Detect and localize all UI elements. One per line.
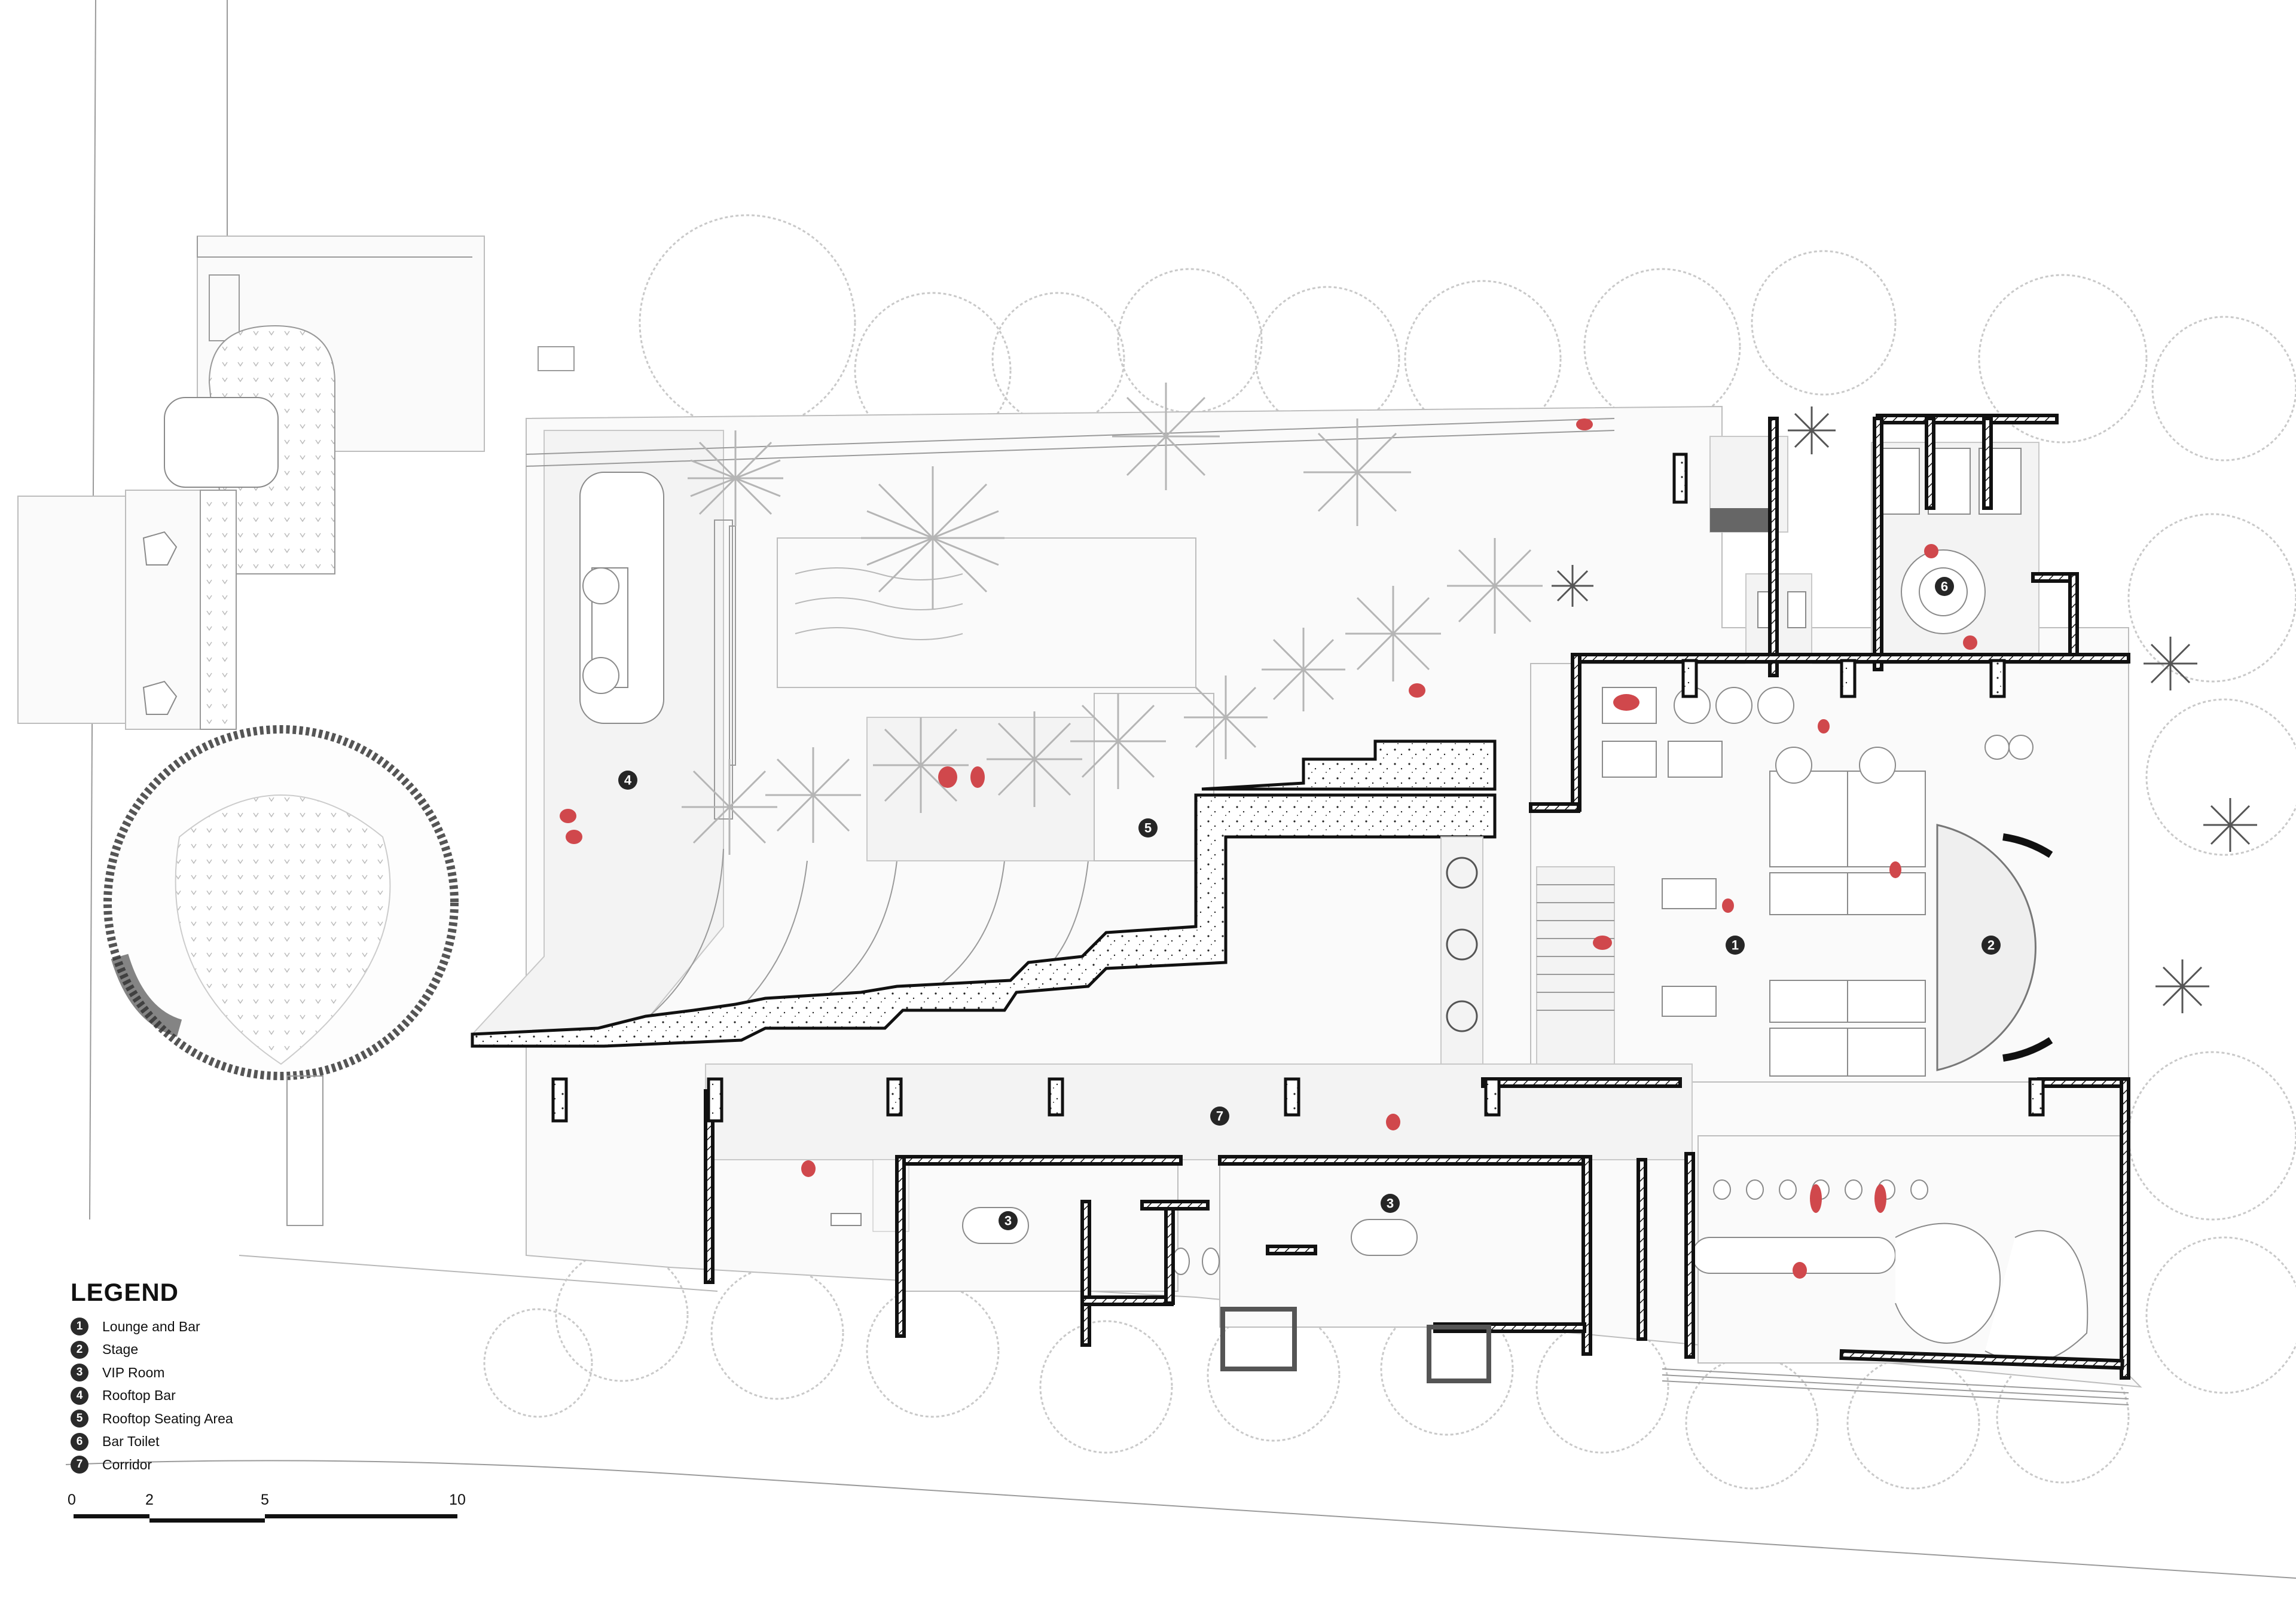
large-tree-canopy — [103, 725, 459, 1226]
people-figures — [560, 418, 1977, 1279]
lounge-and-bar — [1530, 663, 2129, 1083]
scale-segment-5-10 — [265, 1514, 457, 1518]
lower-bar — [1662, 1135, 2129, 1405]
marker-corridor: 7 — [1210, 1107, 1229, 1126]
svg-text:4: 4 — [624, 773, 632, 788]
legend-number-badge: 3 — [71, 1364, 88, 1382]
legend-number-badge: 5 — [71, 1410, 88, 1428]
legend-label: Lounge and Bar — [102, 1318, 200, 1334]
legend-item-lounge-and-bar: 1 Lounge and Bar — [71, 1315, 233, 1338]
legend-number-badge: 4 — [71, 1386, 88, 1405]
room-markers: 1 2 3 3 4 5 6 7 — [618, 577, 2001, 1230]
scale-tick-5: 5 — [261, 1491, 269, 1508]
scale-tick-0: 0 — [68, 1491, 76, 1508]
legend-number-badge: 2 — [71, 1340, 88, 1359]
marker-vip-room-2: 3 — [1381, 1194, 1400, 1213]
scale-bar: 0 2 5 10 — [66, 1491, 472, 1527]
legend-label: Rooftop Bar — [102, 1387, 176, 1404]
legend-item-rooftop-bar: 4 Rooftop Bar — [71, 1384, 233, 1408]
marker-lounge-and-bar: 1 — [1726, 936, 1745, 955]
svg-text:6: 6 — [1941, 579, 1948, 594]
legend-item-bar-toilet: 6 Bar Toilet — [71, 1431, 233, 1454]
svg-text:3: 3 — [1004, 1214, 1012, 1228]
concrete-columns — [551, 453, 2045, 1123]
legend-number-badge: 1 — [71, 1318, 88, 1336]
legend-label: Bar Toilet — [102, 1434, 160, 1450]
legend-label: VIP Room — [102, 1364, 165, 1380]
svg-text:5: 5 — [1144, 821, 1152, 836]
marker-rooftop-bar: 4 — [618, 771, 637, 790]
legend-title: LEGEND — [71, 1278, 179, 1306]
svg-text:1: 1 — [1732, 938, 1739, 953]
legend-item-corridor: 7 Corridor — [71, 1453, 233, 1477]
scale-segment-2-5 — [149, 1518, 265, 1523]
svg-text:7: 7 — [1216, 1109, 1223, 1124]
palm-trees — [682, 383, 2257, 1013]
rooftop-terrace — [471, 418, 1615, 1048]
svg-text:3: 3 — [1387, 1196, 1394, 1211]
legend-label: Corridor — [102, 1456, 152, 1472]
section-walls — [704, 414, 2130, 1383]
legend-label: Rooftop Seating Area — [102, 1410, 233, 1426]
legend-item-rooftop-seating-area: 5 Rooftop Seating Area — [71, 1407, 233, 1431]
marker-vip-room-1: 3 — [999, 1211, 1018, 1230]
planter-strip — [1440, 836, 1483, 1077]
scale-tick-10: 10 — [449, 1491, 466, 1508]
marker-stage: 2 — [1981, 936, 2001, 955]
neighbor-building — [17, 236, 575, 730]
legend-number-badge: 7 — [71, 1456, 88, 1474]
marker-rooftop-seating: 5 — [1138, 818, 1158, 838]
legend-item-vip-room: 3 VIP Room — [71, 1361, 233, 1384]
scale-tick-2: 2 — [145, 1491, 154, 1508]
scale-segment-0-2 — [74, 1514, 149, 1518]
legend-label: Stage — [102, 1341, 139, 1358]
svg-text:2: 2 — [1987, 938, 1995, 953]
legend-number-badge: 6 — [71, 1432, 88, 1451]
marker-bar-toilet: 6 — [1935, 577, 1954, 596]
legend: LEGEND 1 Lounge and Bar 2 Stage 3 VIP Ro… — [71, 1278, 233, 1477]
legend-item-stage: 2 Stage — [71, 1338, 233, 1362]
